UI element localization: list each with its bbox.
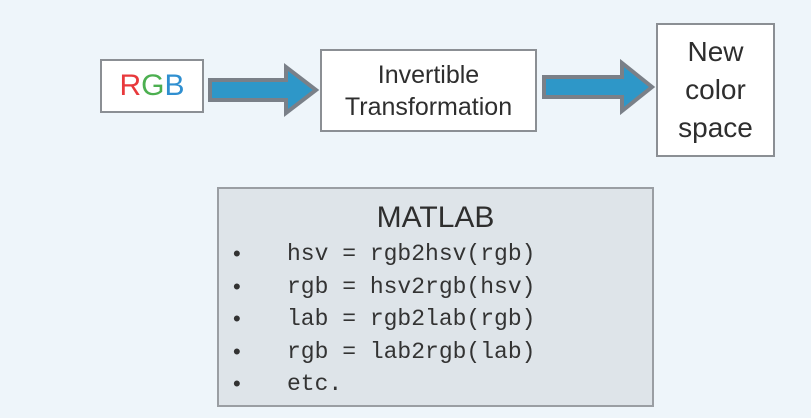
list-item: • lab = rgb2lab(rgb) — [233, 303, 535, 336]
new-color-space-line-3: space — [678, 112, 753, 143]
arrow-shape — [542, 58, 656, 116]
list-item: • etc. — [233, 368, 535, 401]
list-item: • hsv = rgb2hsv(rgb) — [233, 238, 535, 271]
code-line: lab = rgb2lab(rgb) — [287, 306, 536, 333]
new-color-space-line-2: color — [685, 74, 746, 105]
code-line: hsv = rgb2hsv(rgb) — [287, 241, 536, 268]
rgb-letter-g: G — [141, 69, 165, 102]
transformation-line-1: Invertible — [377, 60, 480, 89]
matlab-panel: MATLAB • hsv = rgb2hsv(rgb) • rgb = hsv2rg… — [217, 187, 654, 407]
new-color-space-box: New color space — [656, 23, 775, 157]
transformation-box: Invertible Transformation — [320, 49, 537, 132]
arrow-shape — [208, 62, 320, 118]
list-item: • rgb = lab2rgb(lab) — [233, 336, 535, 369]
code-line: etc. — [287, 371, 343, 398]
rgb-letter-b: B — [164, 69, 185, 102]
arrow-transform-to-space — [542, 58, 656, 116]
rgb-letter-r: R — [119, 69, 142, 102]
matlab-function-list: •hsv = rgb2hsv(rgb) •rgb = hsv2rgb(hsv) … — [233, 238, 535, 401]
bullet-icon: • — [233, 371, 241, 397]
bullet-icon: • — [233, 273, 241, 299]
list-item: • rgb = hsv2rgb(hsv) — [233, 271, 535, 304]
matlab-title: MATLAB — [376, 201, 495, 234]
bullet-icon: • — [233, 338, 241, 364]
transformation-line-2: Transformation — [344, 92, 513, 121]
code-line: rgb = hsv2rgb(hsv) — [287, 273, 536, 300]
arrow-rgb-to-transform — [208, 62, 320, 118]
new-color-space-line-1: New — [687, 36, 744, 67]
code-line: rgb = lab2rgb(lab) — [287, 338, 536, 365]
bullet-icon: • — [233, 306, 241, 332]
bullet-icon: • — [233, 241, 241, 267]
